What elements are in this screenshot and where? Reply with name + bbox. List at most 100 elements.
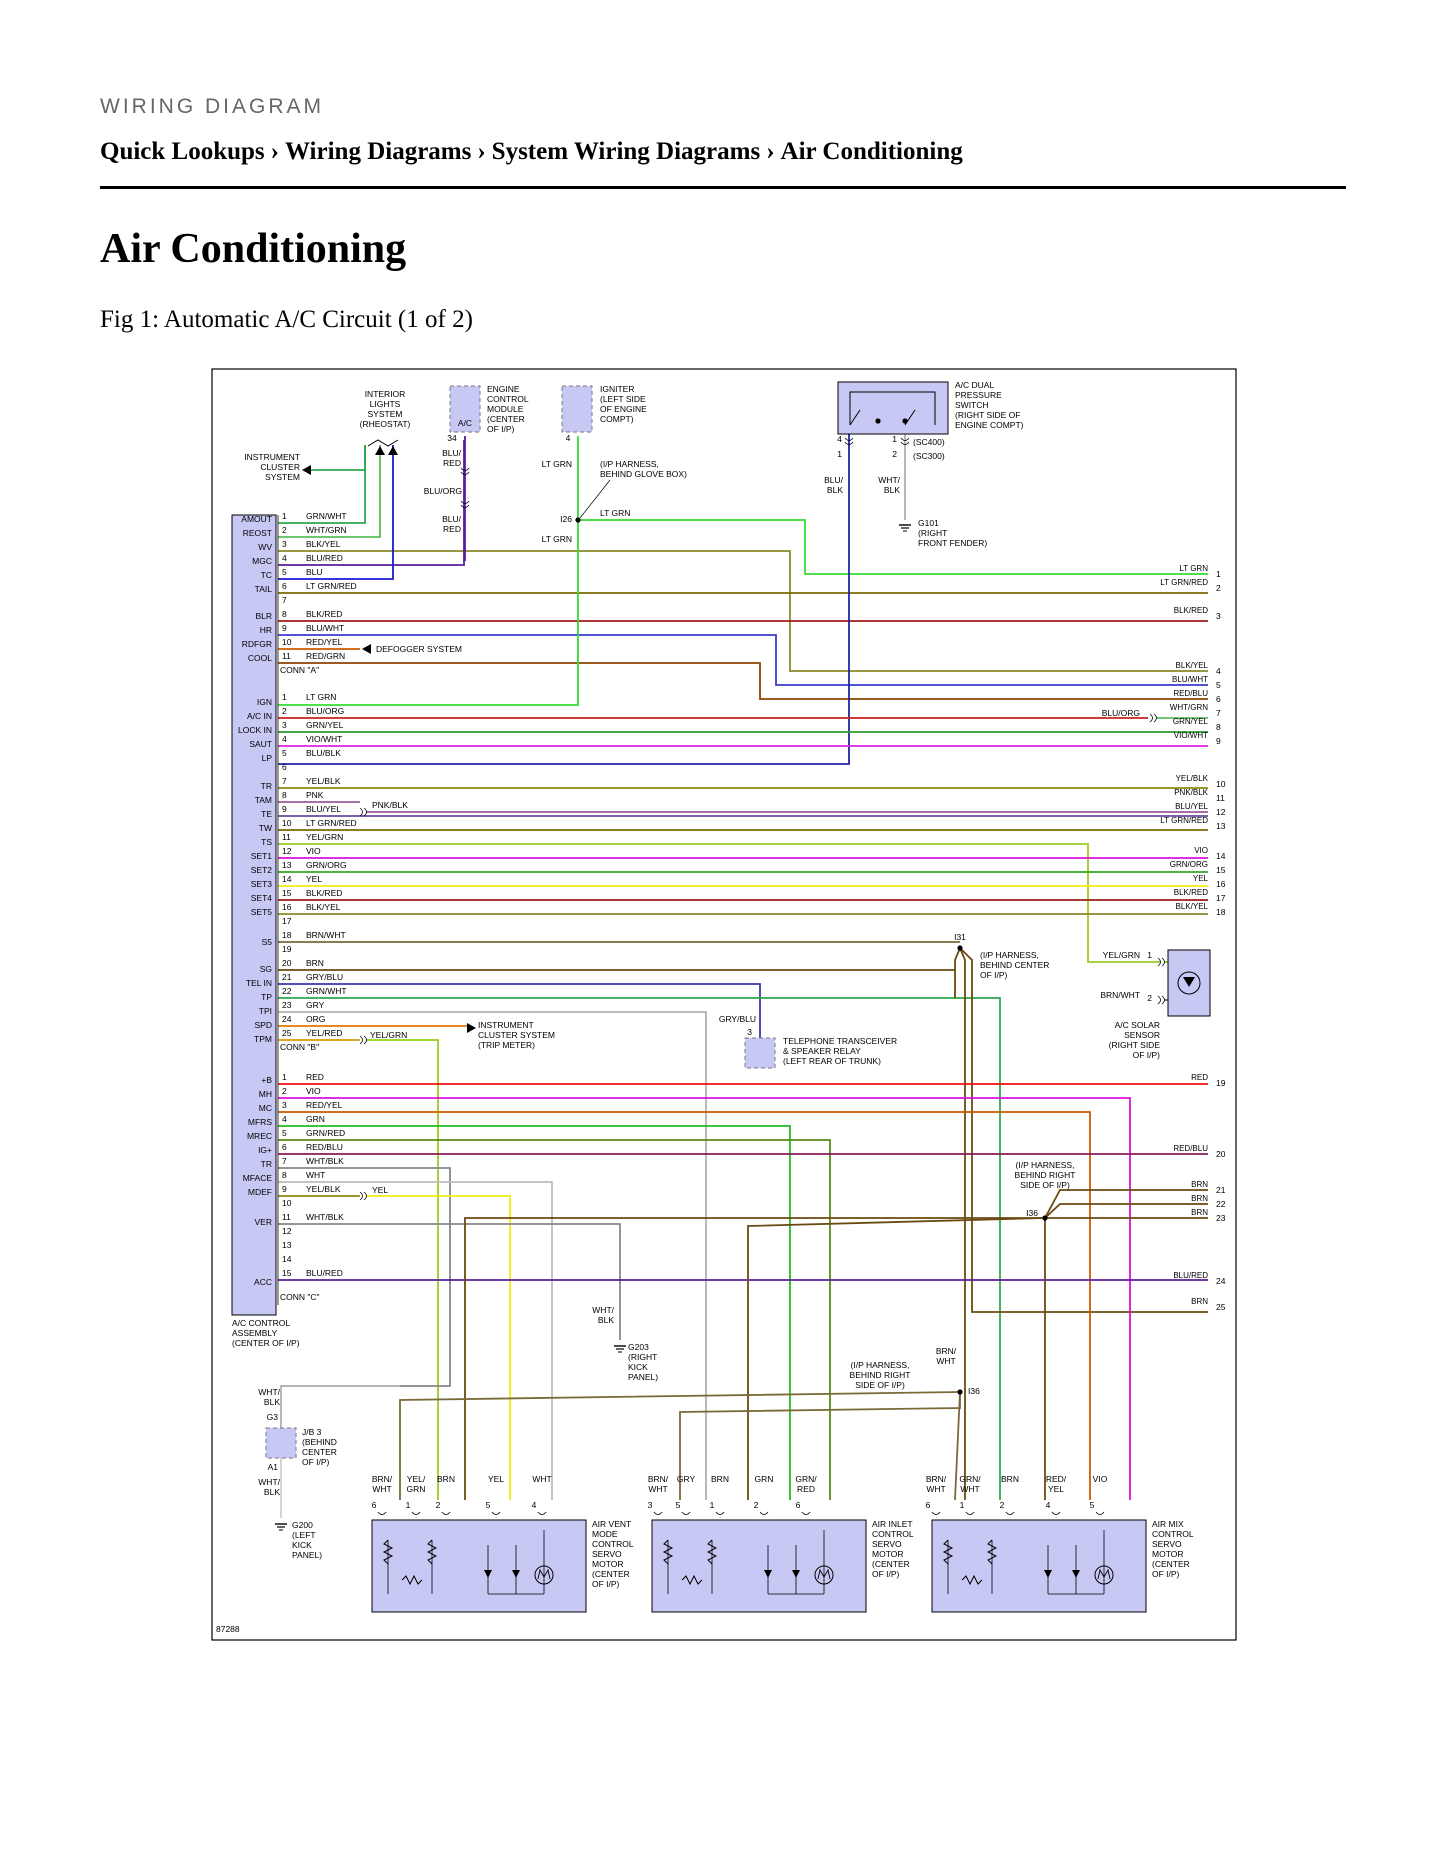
- splice-i26: [575, 517, 581, 523]
- edge-number: 11: [1216, 793, 1225, 803]
- connector-arc: [759, 1511, 769, 1515]
- ground-label: PANEL): [628, 1372, 658, 1382]
- edge-number: 9: [1216, 736, 1221, 746]
- connector-label: CONN "B": [280, 1042, 319, 1052]
- edge-number: 22: [1216, 1199, 1226, 1209]
- wire-label: BLU/WHT: [306, 623, 344, 633]
- potentiometer-icon: [706, 1539, 718, 1565]
- component-label: DEFOGGER SYSTEM: [376, 644, 462, 654]
- wire-label: WHT: [306, 1170, 325, 1180]
- wire-label: YEL/BLK: [306, 1184, 341, 1194]
- breadcrumb-item[interactable]: Wiring Diagrams: [285, 138, 472, 165]
- pin-number: 34: [447, 433, 457, 443]
- pin-number: 10: [282, 637, 292, 647]
- wire-label: BLU/ORG: [424, 486, 462, 496]
- label-layer: AMOUTREOSTWVMGCTCTAILBLRHRRDFGRCOOLIGNA/…: [216, 380, 1226, 1634]
- component-label: (RIGHT SIDE OF: [955, 410, 1021, 420]
- component-label: CONTROL: [872, 1529, 914, 1539]
- pin-number: G3: [267, 1412, 279, 1422]
- wire-i31-down: [959, 947, 966, 1500]
- pressure-switch: [837, 381, 949, 435]
- ac-control-assembly: [231, 514, 277, 1316]
- component-layer: [231, 381, 1211, 1613]
- wire-blk-yel: [278, 550, 1208, 672]
- ground-label: G101: [918, 518, 939, 528]
- pin-number: 1: [1147, 950, 1152, 960]
- pin-name: TPI: [259, 1006, 272, 1016]
- breadcrumb-item[interactable]: Quick Lookups: [100, 138, 265, 165]
- pin-name: SET2: [251, 865, 273, 875]
- pin-name: SG: [260, 964, 272, 974]
- internal-wiring: [667, 1530, 825, 1595]
- component-label: MOTOR: [1152, 1549, 1183, 1559]
- wire-label: BLK: [598, 1315, 614, 1325]
- pin-name: TE: [261, 809, 272, 819]
- wire-label: RED/YEL: [306, 1100, 343, 1110]
- component-label: CLUSTER SYSTEM: [478, 1030, 555, 1040]
- air-vent-motor: [371, 1511, 587, 1613]
- edge-number: 12: [1216, 807, 1226, 817]
- edge-wire-label: RED/BLU: [1173, 1144, 1208, 1153]
- splice-note: SIDE OF I/P): [1020, 1180, 1070, 1190]
- edge-number: 17: [1216, 893, 1226, 903]
- breadcrumb-item[interactable]: System Wiring Diagrams: [491, 138, 761, 165]
- pin-number: 6: [282, 1142, 287, 1152]
- edge-number: 25: [1216, 1302, 1226, 1312]
- wire-label: BRN: [711, 1474, 729, 1484]
- wire-label: YEL/BLK: [306, 776, 341, 786]
- wire-label: VIO/WHT: [306, 734, 342, 744]
- pin-number: 5: [282, 1128, 287, 1138]
- component-label: (CENTER: [872, 1559, 910, 1569]
- wire-label: BLU/YEL: [306, 804, 341, 814]
- breadcrumb-separator: ›: [270, 138, 279, 165]
- wire-label: BLK: [884, 485, 900, 495]
- ground-label: G203: [628, 1342, 649, 1352]
- wire-label: BLU/RED: [306, 553, 343, 563]
- photodiode-icon: [1177, 971, 1201, 995]
- pin-number: 3: [282, 1100, 287, 1110]
- wire-label: BLK/YEL: [306, 902, 341, 912]
- pin-number: 10: [282, 1198, 292, 1208]
- wire-i31-brn: [954, 947, 961, 998]
- ground-label: (RIGHT: [628, 1352, 657, 1362]
- wire-blu: [278, 445, 394, 580]
- splice-i36b: [957, 1389, 963, 1395]
- wire-label: YEL: [488, 1474, 504, 1484]
- pin-number: 24: [282, 1014, 292, 1024]
- switch-dot: [902, 418, 908, 424]
- splice-note: (I/P HARNESS,: [980, 950, 1039, 960]
- splice-note: BEHIND CENTER: [980, 960, 1049, 970]
- splice-i36a: [1042, 1215, 1048, 1221]
- wire-label: PNK/BLK: [372, 800, 408, 810]
- edge-wire-label: BLK/YEL: [1176, 902, 1209, 911]
- pin-number: 14: [282, 874, 292, 884]
- wire-label: RED: [443, 458, 461, 468]
- pin-number: 23: [282, 1000, 292, 1010]
- breadcrumb-item[interactable]: Air Conditioning: [780, 138, 963, 165]
- component-label: OF I/P): [302, 1457, 330, 1467]
- pin-name: RDFGR: [242, 639, 272, 649]
- wire-label: VIO: [1093, 1474, 1108, 1484]
- wire-label: GRN: [755, 1474, 774, 1484]
- component-label: LIGHTS: [370, 399, 401, 409]
- air-inlet-motor-body: [651, 1519, 867, 1613]
- edge-number: 10: [1216, 779, 1226, 789]
- pin-name: SET1: [251, 851, 273, 861]
- pin-number: 6: [372, 1500, 377, 1510]
- component-label: INSTRUMENT: [478, 1020, 534, 1030]
- wire-brn-left: [464, 1217, 1045, 1500]
- resistor-icon: [401, 1574, 423, 1586]
- splice-label: I36: [968, 1386, 980, 1396]
- component-label: SERVO: [592, 1549, 622, 1559]
- pin-name: TR: [261, 1159, 272, 1169]
- wire-wht-blk-c: [278, 1167, 451, 1387]
- wire-yel-grn-down: [366, 1039, 439, 1500]
- pin-number: 18: [282, 930, 292, 940]
- connector-mark: [1149, 713, 1157, 723]
- component-label: (RHEOSTAT): [360, 419, 411, 429]
- component-label: CONTROL: [592, 1539, 634, 1549]
- wire-label: BLU/ORG: [1102, 708, 1140, 718]
- pin-number: 4: [282, 734, 287, 744]
- pin-number: 3: [282, 539, 287, 549]
- page-kicker: WIRING DIAGRAM: [100, 95, 324, 118]
